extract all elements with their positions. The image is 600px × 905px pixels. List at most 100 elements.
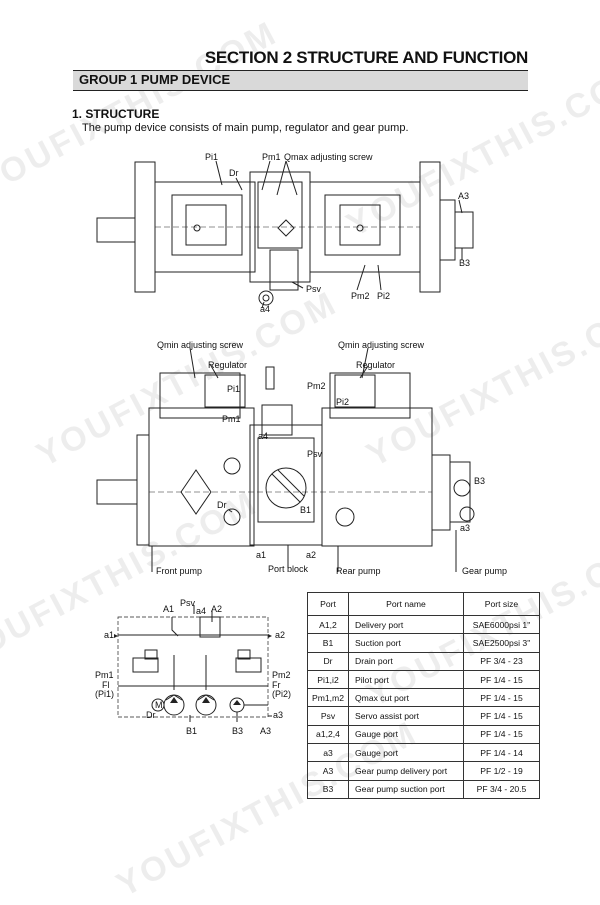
port-name-cell: Servo assist port xyxy=(348,706,464,726)
port-cell: Dr xyxy=(307,651,349,671)
schematic-label-a4: a4 xyxy=(196,606,207,616)
label-a4: a4 xyxy=(260,304,271,314)
label-pm1: Pm1 xyxy=(262,152,281,162)
column-header-port: Port xyxy=(307,592,349,616)
schematic-label-a1: A1 xyxy=(163,604,175,614)
port-size-cell: PF 3/4 - 20.5 xyxy=(463,779,540,799)
label-rear-pump: Rear pump xyxy=(336,566,381,576)
port-size-cell: SAE6000psi 1" xyxy=(463,614,540,635)
schematic-label-pm2: Pm2 xyxy=(272,670,291,680)
schematic-label-pi1: (Pi1) xyxy=(95,689,115,699)
port-size-cell: SAE2500psi 3" xyxy=(463,633,540,653)
schematic-label-b1: B1 xyxy=(186,726,198,736)
side-view-drawing xyxy=(96,347,475,572)
port-cell: B1 xyxy=(307,633,349,653)
label-pi2: Pi2 xyxy=(377,291,391,301)
label-gear-pump: Gear pump xyxy=(462,566,508,576)
schematic-label-a1-port: a1 xyxy=(104,630,115,640)
label-qmax-adjusting-screw: Qmax adjusting screw xyxy=(284,152,373,162)
port-size-cell: PF 1/2 - 19 xyxy=(463,761,540,781)
port-name-cell: Delivery port xyxy=(348,614,464,635)
port-cell: Pm1,m2 xyxy=(307,688,349,708)
schematic-label-m: M xyxy=(155,700,163,710)
port-size-cell: PF 1/4 - 15 xyxy=(463,669,540,690)
table-header-row: Port Port name Port size xyxy=(307,592,540,616)
label-a3-side: a3 xyxy=(460,523,471,533)
port-size-cell: PF 1/4 - 14 xyxy=(463,743,540,763)
label-a4-side: a4 xyxy=(258,431,269,441)
port-name-cell: Pilot port xyxy=(348,669,464,690)
label-pi2-side: Pi2 xyxy=(336,397,350,407)
hydraulic-schematic xyxy=(117,605,272,722)
label-qmin-adjusting-screw-right: Qmin adjusting screw xyxy=(338,340,425,350)
schematic-label-pm1: Pm1 xyxy=(95,670,114,680)
structure-heading: 1. STRUCTURE xyxy=(72,107,160,121)
section-title: SECTION 2 STRUCTURE AND FUNCTION xyxy=(204,48,528,67)
label-a2-side: a2 xyxy=(306,550,317,560)
label-psv-side: Psv xyxy=(307,449,323,459)
pump-drawings xyxy=(96,160,475,722)
schematic-label-a2: A2 xyxy=(211,604,223,614)
group-title-bar xyxy=(73,70,528,91)
port-name-cell: Drain port xyxy=(348,651,464,671)
column-header-port-size: Port size xyxy=(463,592,540,616)
port-size-cell: PF 1/4 - 15 xyxy=(463,688,540,708)
port-name-cell: Qmax cut port xyxy=(348,688,464,708)
port-name-cell: Gear pump suction port xyxy=(348,779,464,799)
schematic-label-b3: B3 xyxy=(232,726,244,736)
group-title: GROUP 1 PUMP DEVICE xyxy=(79,72,231,87)
label-port-block: Port block xyxy=(268,564,309,574)
label-regulator-left: Regulator xyxy=(208,360,248,370)
schematic-label-fr: Fr xyxy=(272,680,281,690)
schematic-label-fl: Fl xyxy=(102,680,110,690)
label-dr: Dr xyxy=(229,168,239,178)
structure-description: The pump device consists of main pump, r… xyxy=(82,122,409,134)
label-pm2: Pm2 xyxy=(351,291,370,301)
label-pi1: Pi1 xyxy=(205,152,219,162)
port-cell: Pi1,i2 xyxy=(307,669,349,690)
label-pi1-side: Pi1 xyxy=(227,384,241,394)
label-dr-side: Dr xyxy=(217,500,227,510)
column-header-port-name: Port name xyxy=(348,592,464,616)
label-b3-side: B3 xyxy=(474,476,486,486)
port-size-cell: PF 3/4 - 23 xyxy=(463,651,540,671)
port-size-cell: PF 1/4 - 15 xyxy=(463,706,540,726)
schematic-label-a3-cap: A3 xyxy=(260,726,272,736)
label-psv: Psv xyxy=(306,284,322,294)
label-a1-side: a1 xyxy=(256,550,267,560)
label-b1-side: B1 xyxy=(300,505,312,515)
schematic-label-a2-port: a2 xyxy=(275,630,286,640)
port-cell: A3 xyxy=(307,761,349,781)
port-name-cell: Gauge port xyxy=(348,743,464,763)
schematic-label-pi2: (Pi2) xyxy=(272,689,292,699)
schematic-label-psv: Psv xyxy=(180,598,196,608)
port-name-cell: Gear pump delivery port xyxy=(348,761,464,781)
label-front-pump: Front pump xyxy=(156,566,203,576)
port-name-cell: Suction port xyxy=(348,633,464,653)
label-a3: A3 xyxy=(458,191,470,201)
label-regulator-right: Regulator xyxy=(356,360,396,370)
port-cell: a3 xyxy=(307,743,349,763)
port-cell: B3 xyxy=(307,779,349,799)
label-pm1-side: Pm1 xyxy=(222,414,241,424)
port-cell: A1,2 xyxy=(307,614,349,635)
port-cell: Psv xyxy=(307,706,349,726)
port-name-cell: Gauge port xyxy=(348,724,464,745)
schematic-label-dr: Dr xyxy=(146,710,156,720)
label-qmin-adjusting-screw-left: Qmin adjusting screw xyxy=(157,340,244,350)
schematic-label-a3: a3 xyxy=(273,710,284,720)
label-b3: B3 xyxy=(459,258,471,268)
top-view-drawing xyxy=(96,160,474,309)
label-pm2-side: Pm2 xyxy=(307,381,326,391)
